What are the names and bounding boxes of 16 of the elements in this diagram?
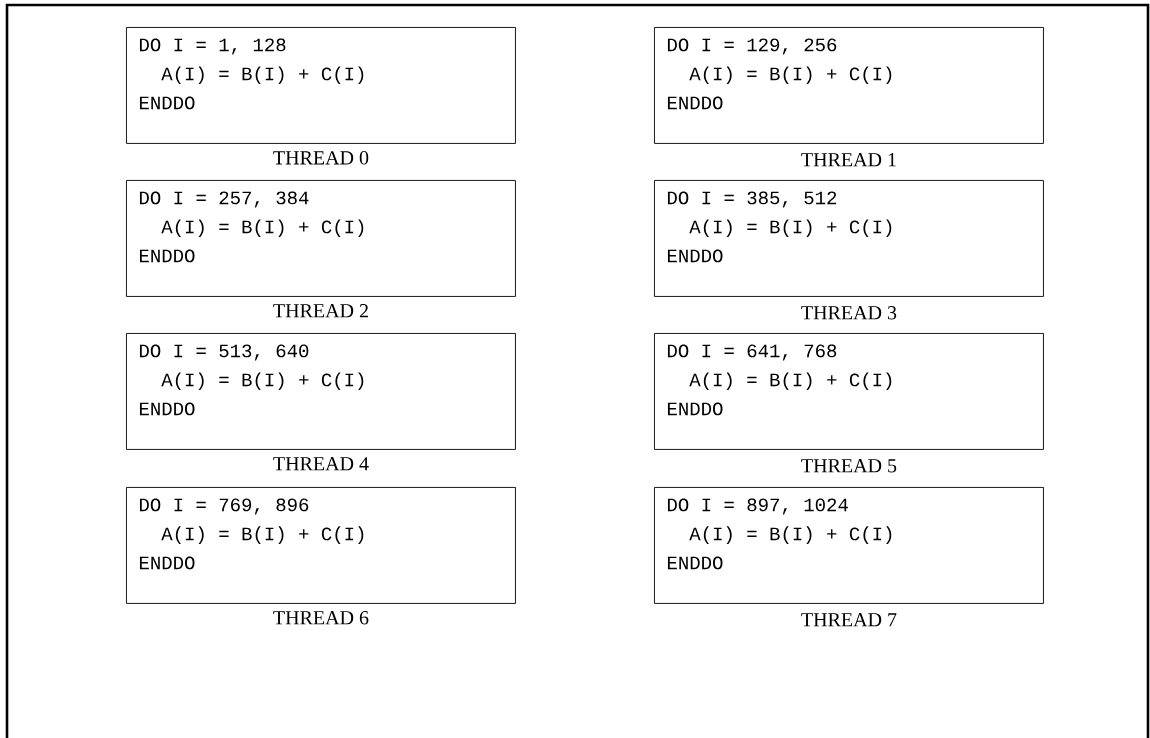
code-box: DO I = 385, 512 A(I) = B(I) + C(I) ENDDO — [654, 180, 1044, 297]
code-box: DO I = 257, 384 A(I) = B(I) + C(I) ENDDO — [126, 180, 516, 297]
code-box: DO I = 641, 768 A(I) = B(I) + C(I) ENDDO — [654, 333, 1044, 450]
thread-label: THREAD 1 — [801, 153, 896, 167]
code-box: DO I = 513, 640 A(I) = B(I) + C(I) ENDDO — [126, 333, 516, 450]
code-box: DO I = 1, 128 A(I) = B(I) + C(I) ENDDO — [126, 27, 516, 144]
code-box: DO I = 129, 256 A(I) = B(I) + C(I) ENDDO — [654, 27, 1044, 144]
thread-label: THREAD 0 — [273, 151, 369, 165]
code-box: DO I = 769, 896 A(I) = B(I) + C(I) ENDDO — [126, 487, 516, 604]
thread-label: THREAD 7 — [801, 613, 897, 627]
thread-label: THREAD 5 — [801, 459, 897, 473]
thread-label: THREAD 6 — [273, 611, 369, 625]
thread-label: THREAD 2 — [273, 304, 368, 318]
thread-label: THREAD 4 — [273, 457, 369, 471]
thread-label: THREAD 3 — [801, 306, 897, 320]
code-box: DO I = 897, 1024 A(I) = B(I) + C(I) ENDDO — [654, 487, 1044, 604]
